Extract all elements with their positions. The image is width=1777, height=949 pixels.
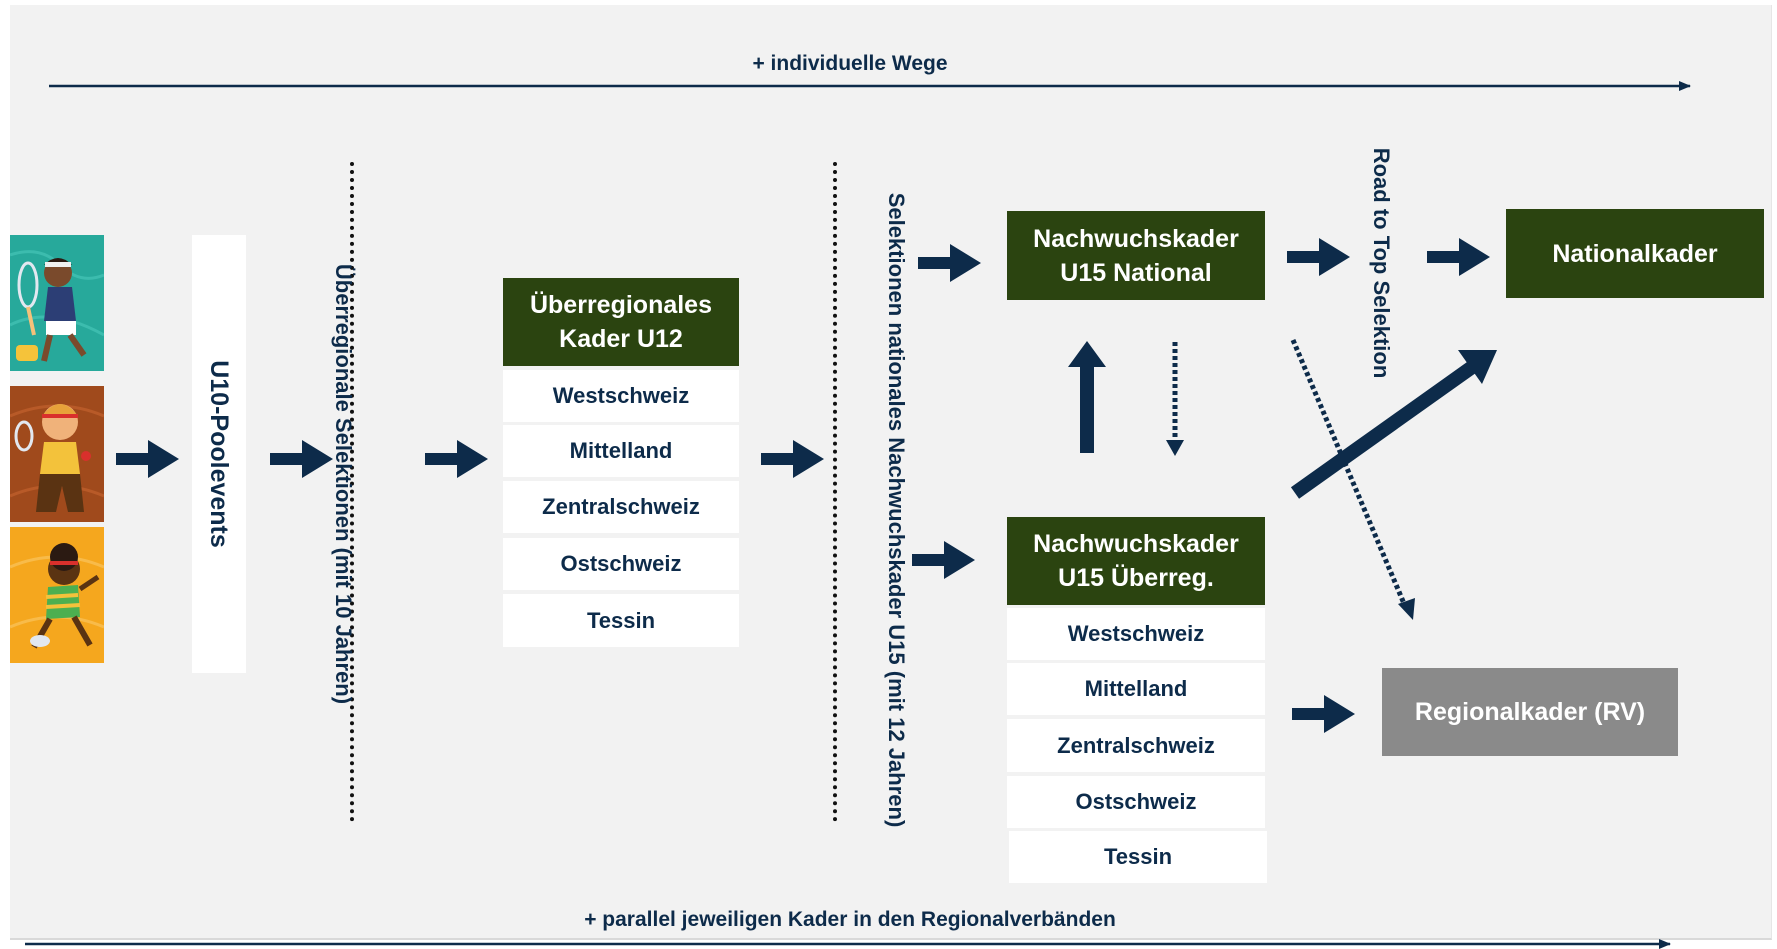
separator-u12 xyxy=(350,162,354,822)
u12-region-item: Westschweiz xyxy=(503,370,739,422)
u12-region-item: Ostschweiz xyxy=(503,538,739,590)
bottom-path-label: + parallel jeweiligen Kader in den Regio… xyxy=(584,908,1116,931)
u15-region-item: Westschweiz xyxy=(1007,608,1265,660)
arrow-right-icon xyxy=(918,244,981,282)
u15-region-item: Tessin xyxy=(1009,831,1267,883)
arrow-up-icon xyxy=(1068,341,1106,453)
separator-u15 xyxy=(833,162,837,822)
arrow-right-icon xyxy=(761,440,824,478)
regionalkader-box: Regionalkader (RV) xyxy=(1382,668,1678,756)
arrow-right-icon xyxy=(270,440,333,478)
arrow-right-icon xyxy=(912,541,975,579)
pool-events-box xyxy=(192,235,246,673)
top-path-label: + individuelle Wege xyxy=(752,52,948,75)
u15-region-item: Ostschweiz xyxy=(1007,776,1265,828)
tennis-girl-illustration xyxy=(10,235,104,371)
tennis-boy-illustration xyxy=(10,386,104,522)
arrow-right-icon xyxy=(1287,238,1350,276)
nationalkader-box: Nationalkader xyxy=(1506,209,1764,298)
arrow-right-icon xyxy=(1427,238,1490,276)
u15-region-item: Zentralschweiz xyxy=(1007,719,1265,772)
arrow-right-icon xyxy=(116,440,179,478)
u12-region-item: Zentralschweiz xyxy=(503,481,739,533)
arrow-right-icon xyxy=(425,440,488,478)
u12-region-item: Mittelland xyxy=(503,425,739,477)
u12-region-item: Tessin xyxy=(503,594,739,647)
diagonal-arrow-national xyxy=(1290,359,1480,499)
u15-region-item: Mittelland xyxy=(1007,663,1265,715)
tennis-kid-illustration xyxy=(10,527,104,663)
dotted-diagonal-arrow xyxy=(1290,339,1408,607)
arrow-right-icon xyxy=(1292,695,1355,733)
